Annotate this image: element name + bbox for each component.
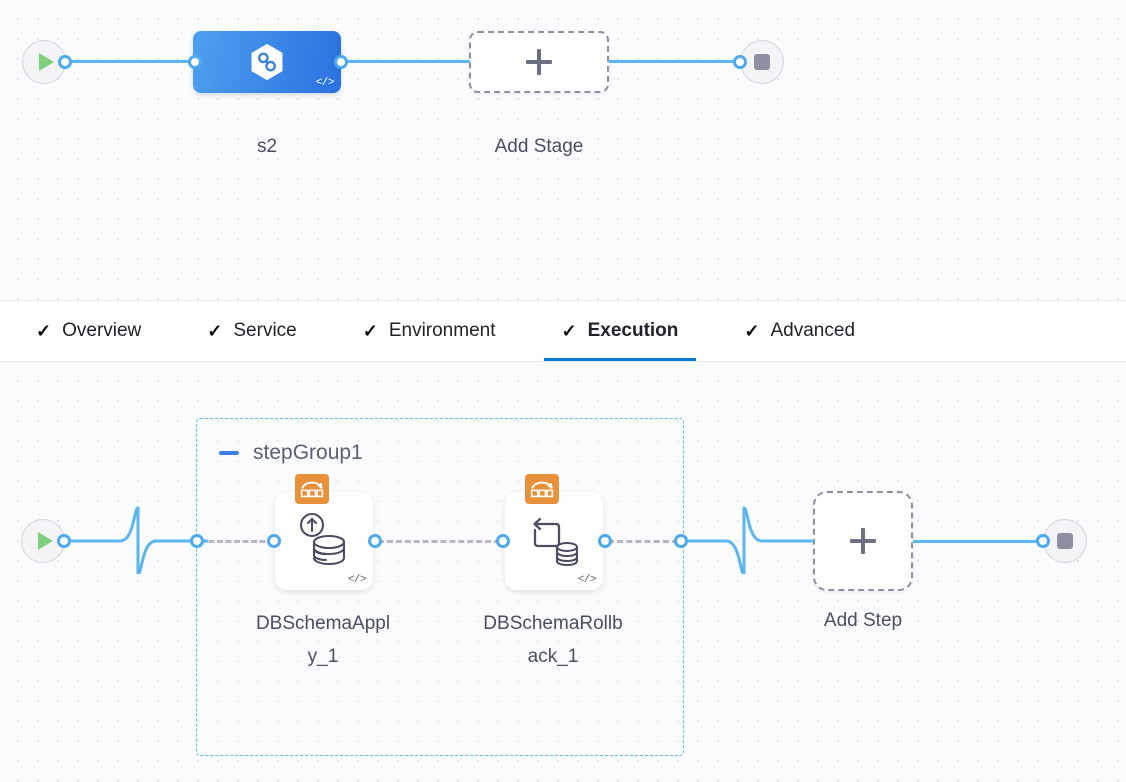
tab-environment-label: Environment — [388, 320, 496, 341]
tab-environment[interactable]: ✓ Environment — [345, 301, 514, 361]
check-icon: ✓ — [744, 321, 760, 341]
group-entry-connector — [64, 506, 208, 574]
link-addstep-end — [913, 540, 1046, 543]
add-stage-label: Add Stage — [494, 136, 584, 157]
step-group-title: stepGroup1 — [253, 441, 363, 464]
step2-in-port[interactable] — [496, 534, 510, 548]
db-migration-badge-icon — [525, 474, 559, 504]
stage-end-node[interactable] — [740, 40, 784, 84]
step2-code-badge[interactable]: </> — [577, 574, 597, 586]
execution-end-port[interactable] — [1036, 534, 1050, 548]
check-icon: ✓ — [561, 321, 577, 341]
stage-end-port[interactable] — [733, 55, 747, 69]
link-step2-groupout — [608, 540, 678, 543]
tab-execution[interactable]: ✓ Execution — [543, 301, 697, 361]
execution-start-port[interactable] — [57, 534, 71, 548]
step-group-header[interactable]: stepGroup1 — [219, 441, 363, 465]
stage-node-s2-in-port[interactable] — [188, 55, 202, 69]
stage-node-s2[interactable]: </> — [193, 31, 341, 93]
step-group-container[interactable]: stepGroup1 — [196, 418, 684, 756]
link-groupin-step1 — [200, 540, 274, 543]
add-step-node[interactable] — [813, 491, 913, 591]
step-node-dbschemaapply-label: DBSchemaAppl y_1 — [255, 613, 391, 668]
stage-config-tab-bar: ✓ Overview ✓ Service ✓ Environment ✓ Exe… — [0, 300, 1126, 362]
database-apply-up-arrow-icon — [299, 512, 346, 566]
step1-in-port[interactable] — [267, 534, 281, 548]
tab-overview-label: Overview — [62, 320, 142, 341]
group-exit-port[interactable] — [674, 534, 688, 548]
stage-code-badge[interactable]: </> — [315, 77, 335, 89]
stage-link-s2-add — [344, 60, 470, 63]
group-exit-connector — [682, 506, 814, 574]
stop-icon — [1057, 533, 1073, 549]
harness-cd-hexagon-icon — [251, 43, 283, 81]
db-migration-badge-icon — [295, 474, 329, 504]
check-icon: ✓ — [207, 321, 223, 341]
check-icon: ✓ — [362, 321, 378, 341]
tab-overview[interactable]: ✓ Overview — [18, 301, 159, 361]
play-icon — [38, 53, 54, 71]
stage-node-s2-out-port[interactable] — [334, 55, 348, 69]
tab-service[interactable]: ✓ Service — [189, 301, 314, 361]
add-stage-node[interactable] — [469, 31, 609, 93]
stage-start-port[interactable] — [58, 55, 72, 69]
plus-icon — [526, 49, 552, 75]
play-icon — [37, 532, 53, 550]
step-node-dbschemarollback[interactable]: </> — [505, 474, 603, 590]
stage-link-add-end — [609, 60, 745, 63]
step1-code-badge[interactable]: </> — [347, 574, 367, 586]
check-icon: ✓ — [36, 321, 52, 341]
plus-icon — [850, 528, 876, 554]
tab-advanced[interactable]: ✓ Advanced — [726, 301, 873, 361]
minus-icon[interactable] — [219, 451, 239, 455]
tab-execution-label: Execution — [587, 320, 679, 341]
database-rollback-arrow-icon — [533, 517, 579, 567]
link-step1-step2 — [378, 540, 500, 543]
step-node-dbschemaapply[interactable]: </> — [275, 474, 373, 590]
step-node-dbschemarollback-label: DBSchemaRollb ack_1 — [483, 613, 623, 668]
tab-advanced-label: Advanced — [770, 320, 856, 341]
group-entry-port[interactable] — [190, 534, 204, 548]
step2-out-port[interactable] — [598, 534, 612, 548]
stage-node-s2-label: s2 — [256, 136, 278, 157]
execution-end-node[interactable] — [1043, 519, 1087, 563]
step1-out-port[interactable] — [368, 534, 382, 548]
stop-icon — [754, 54, 770, 70]
stage-link-start-s2 — [68, 60, 200, 63]
execution-canvas[interactable]: stepGroup1 </> — [0, 362, 1126, 782]
stage-canvas[interactable]: </> s2 Add Stage — [0, 0, 1126, 300]
add-step-label: Add Step — [823, 610, 903, 631]
tab-service-label: Service — [233, 320, 297, 341]
